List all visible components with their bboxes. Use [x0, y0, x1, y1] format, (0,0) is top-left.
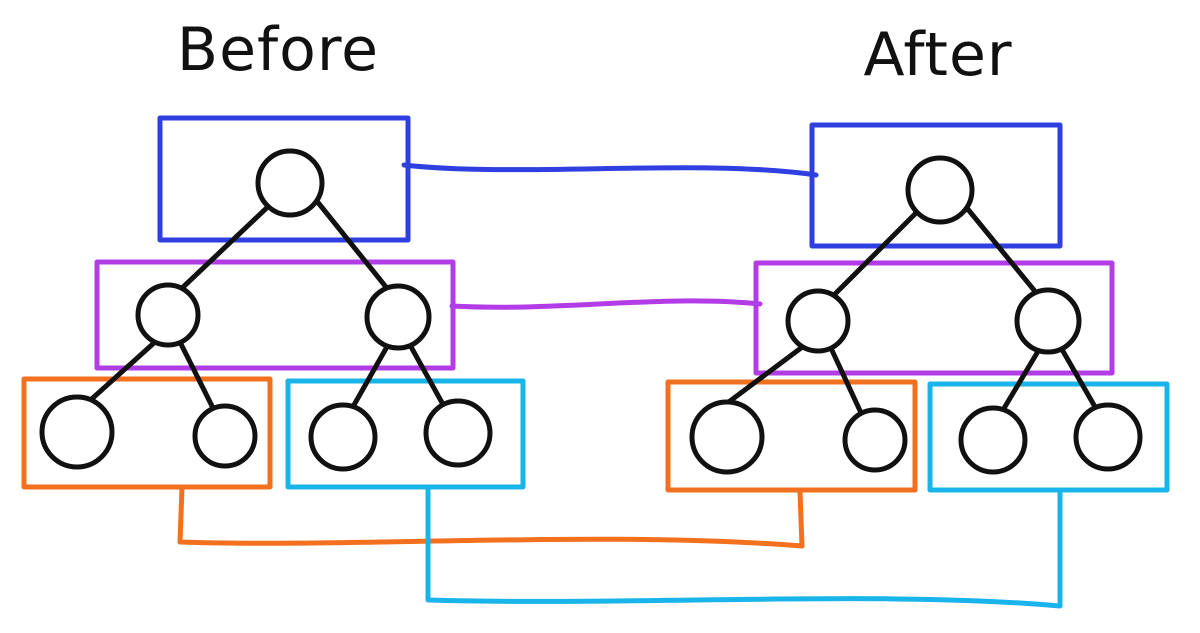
- before-title: Before: [177, 15, 379, 85]
- before-node: [364, 283, 432, 351]
- after-edge: [827, 343, 865, 418]
- root-connector: [401, 162, 819, 178]
- before-root-node: [255, 148, 325, 218]
- before-leaf-node: [39, 394, 115, 470]
- after-level-two-box: [753, 260, 1115, 376]
- right-subtree-connector: [425, 486, 1063, 609]
- before-level-two-box: [94, 259, 456, 371]
- before-edge: [177, 197, 278, 293]
- before-edge: [309, 192, 393, 295]
- before-leaf-node: [308, 402, 378, 472]
- after-node: [1014, 287, 1082, 355]
- left-subtree-connector: [177, 485, 805, 549]
- after-leaf-node: [689, 399, 765, 475]
- before-tree: [21, 115, 526, 490]
- after-leaf-node: [842, 407, 908, 473]
- after-edge: [715, 342, 808, 413]
- level-two-connector: [449, 298, 763, 310]
- before-leaf-node: [192, 403, 258, 469]
- after-right-subtree-box: [927, 381, 1170, 493]
- before-node: [135, 282, 201, 348]
- before-leaf-node: [423, 398, 493, 468]
- after-leaf-node: [1073, 402, 1143, 472]
- after-root-box: [809, 122, 1063, 249]
- before-edge: [82, 339, 158, 408]
- after-edge: [829, 204, 925, 300]
- after-node: [785, 288, 851, 354]
- before-edge: [347, 342, 391, 415]
- after-edge: [997, 345, 1043, 418]
- after-root-node: [905, 155, 975, 225]
- after-tree: [665, 122, 1170, 493]
- after-edge: [1057, 343, 1101, 415]
- before-edge: [407, 342, 448, 411]
- before-left-subtree-box: [21, 376, 273, 490]
- before-right-subtree-box: [285, 378, 526, 490]
- before-root-box: [157, 115, 411, 243]
- after-left-subtree-box: [665, 379, 918, 493]
- before-edge: [177, 339, 218, 415]
- after-edge: [959, 199, 1041, 298]
- after-leaf-node: [958, 405, 1028, 475]
- after-title: After: [863, 20, 1012, 90]
